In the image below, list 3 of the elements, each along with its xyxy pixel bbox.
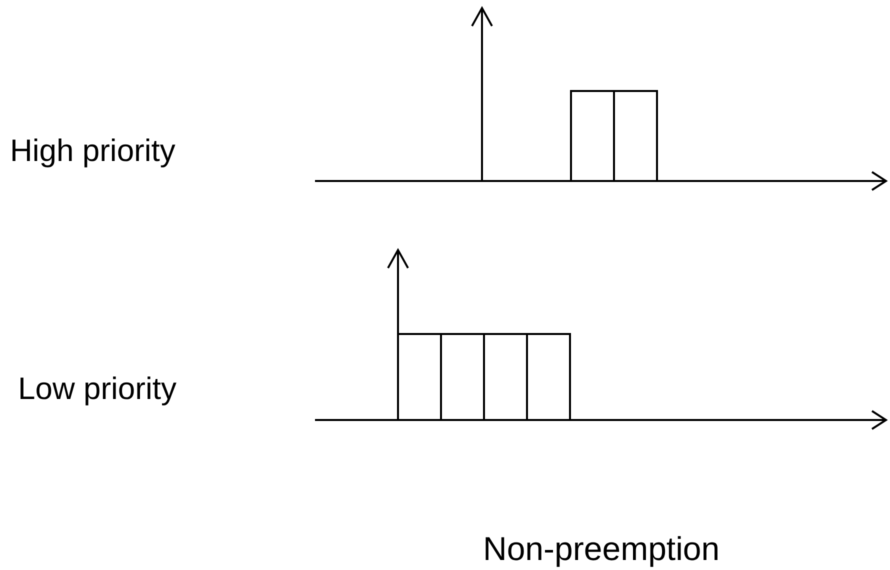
row-label: High priority [10, 135, 176, 166]
diagram-caption: Non-preemption [483, 532, 720, 565]
row-label: Low priority [18, 373, 176, 404]
